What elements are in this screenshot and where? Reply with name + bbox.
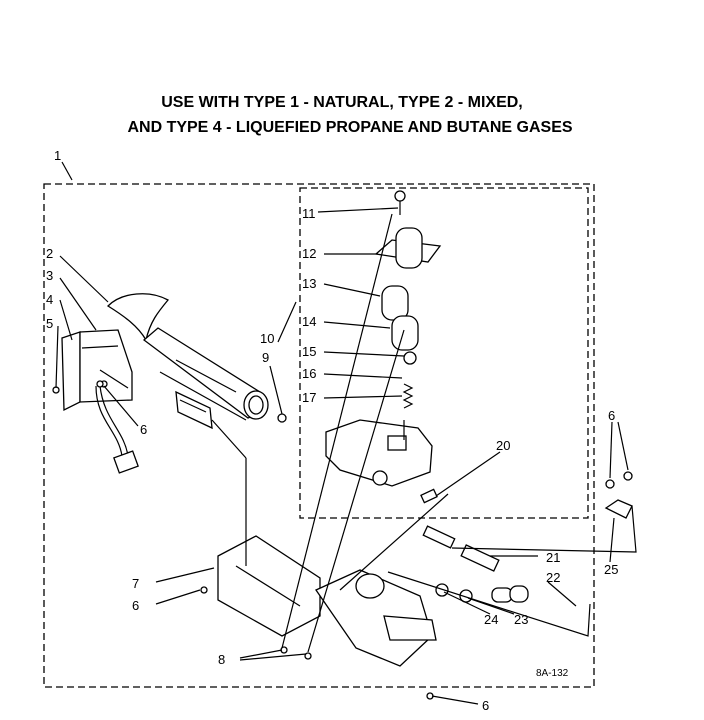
diagram-title-line-1: USE WITH TYPE 1 - NATURAL, TYPE 2 - MIXE… bbox=[161, 94, 523, 111]
burner-tube bbox=[106, 293, 269, 421]
callout-23: 23 bbox=[514, 612, 528, 627]
callout-4: 4 bbox=[46, 292, 53, 307]
diagram-title-line-2: AND TYPE 4 - LIQUEFIED PROPANE AND BUTAN… bbox=[127, 119, 573, 136]
ignitor-wire-harness bbox=[95, 385, 139, 474]
callout-20: 20 bbox=[496, 438, 510, 453]
callout-17: 17 bbox=[302, 390, 316, 405]
diagram-code: 8A-132 bbox=[536, 668, 569, 679]
valve-subassembly-boundary bbox=[299, 187, 589, 519]
leader-lines bbox=[55, 161, 629, 705]
callout-12: 12 bbox=[302, 246, 316, 261]
callout-6-clamp: 6 bbox=[608, 408, 615, 423]
callout-6-base: 6 bbox=[132, 598, 139, 613]
orifice-tube bbox=[422, 525, 500, 572]
callout-8: 8 bbox=[218, 652, 225, 667]
burner-base-plate bbox=[217, 535, 437, 667]
callout-24: 24 bbox=[484, 612, 498, 627]
callout-25: 25 bbox=[604, 562, 618, 577]
callout-21: 21 bbox=[546, 550, 560, 565]
assembly-boundary bbox=[43, 183, 595, 688]
callout-22: 22 bbox=[546, 570, 560, 585]
gas-fittings bbox=[435, 583, 529, 603]
callout-13: 13 bbox=[302, 276, 316, 291]
callout-3: 3 bbox=[46, 268, 53, 283]
callout-15: 15 bbox=[302, 344, 316, 359]
callout-9: 9 bbox=[262, 350, 269, 365]
callout-7: 7 bbox=[132, 576, 139, 591]
callout-16: 16 bbox=[302, 366, 316, 381]
pipe-clamp bbox=[451, 471, 637, 553]
callout-6-bracket: 6 bbox=[140, 422, 147, 437]
cover-plate bbox=[175, 390, 213, 430]
callout-14: 14 bbox=[302, 314, 316, 329]
ignitor-bracket bbox=[61, 329, 133, 412]
callout-5: 5 bbox=[46, 316, 53, 331]
callout-2: 2 bbox=[46, 246, 53, 261]
callout-1: 1 bbox=[54, 148, 61, 163]
callout-10: 10 bbox=[260, 331, 274, 346]
callout-6-bottom: 6 bbox=[482, 698, 489, 713]
callout-11: 11 bbox=[302, 206, 316, 221]
gas-valve-assembly bbox=[325, 190, 442, 504]
